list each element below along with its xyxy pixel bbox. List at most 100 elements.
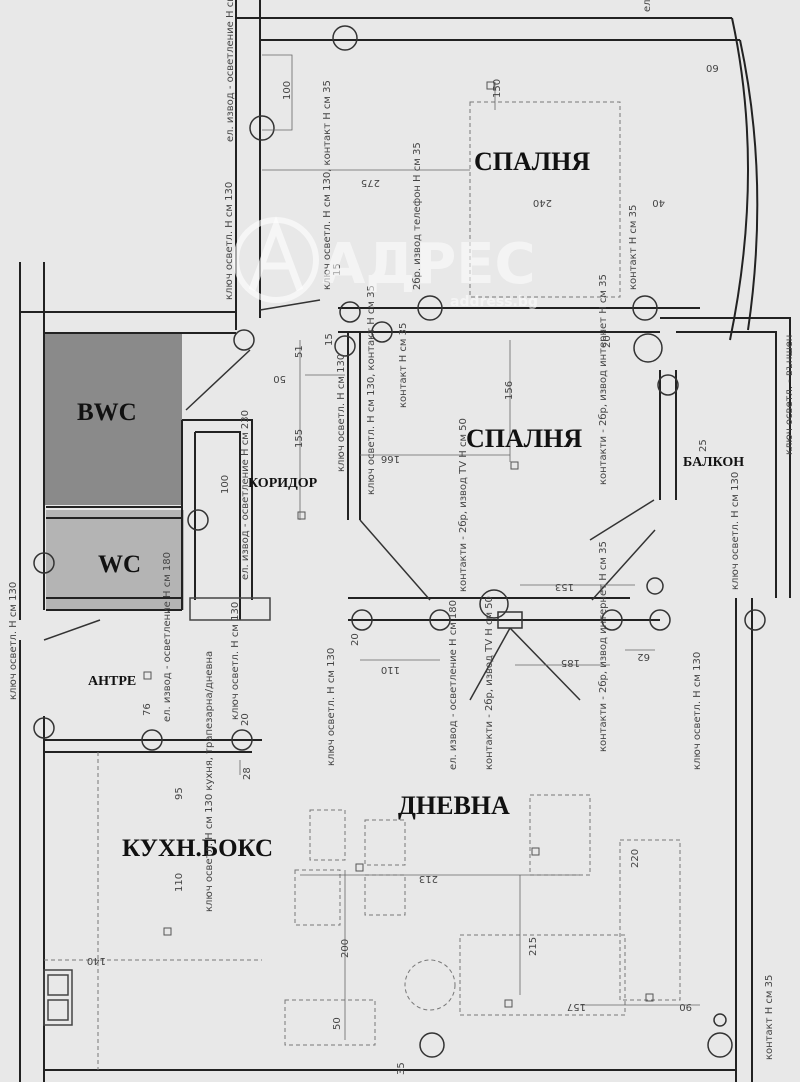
lamp-icon [601,609,623,631]
lamp-icon [249,115,275,141]
lamp-icon [649,609,671,631]
dimension: 153 [555,581,574,592]
annotation: ключ осветл. Н см 130 [230,602,241,720]
dimension: 20 [240,713,251,726]
dimension: 100 [282,81,293,100]
lamp-icon [479,589,509,619]
dimension: 25 [698,439,709,452]
annotation: контакти - 2бр, извод интернет Н см 35 [598,541,609,752]
lamp-icon [646,577,664,595]
fixtures [33,25,766,1058]
watermark-url: address.bg [450,294,538,310]
dimension: 166 [381,453,400,464]
lamp-icon [713,1013,727,1027]
dimension: 76 [142,703,153,716]
dimension: 213 [419,873,438,884]
lamp-icon [429,609,451,631]
lamp-icon [339,301,361,323]
dimension: 275 [361,177,380,188]
lamp-icon [334,335,356,357]
room-label-corridor: КОРИДОР [248,476,318,491]
annotation: ел. извод - осветление Н см 180 [162,552,173,722]
lamp-icon [33,717,55,739]
lamp-icon [351,609,373,631]
dimension: 20 [350,633,361,646]
room-label-balcony: БАЛКОН [683,455,744,470]
dimension: 95 [174,787,185,800]
dimension: 157 [567,1001,586,1012]
dimension: 09 [706,64,719,75]
lamp-icon [419,1032,445,1058]
annotation: ел. извод - осветление Н см 230 [240,410,251,580]
annotation: ключ осветл. Н см 130 [336,354,347,472]
annotation: ключ осветл. Н см 130 [730,472,741,590]
dimension: 20 [602,335,613,348]
annotation: ел. извод - осветление Н см 280 [225,0,236,142]
dimension: 15 [324,333,335,346]
annotation: контакт Н см 35 [764,975,775,1060]
dimension: 62 [637,651,650,662]
dimension: 110 [381,664,400,675]
dimension: 140 [87,955,106,966]
lamp-icon [633,333,663,363]
lamp-icon [187,509,209,531]
lamp-icon [657,374,679,396]
center-markers [143,81,654,1008]
dimension: 90 [679,1001,692,1012]
watermark: АДРЕС address.bg [233,216,538,310]
annotation: ключ осветл. Н см 130, контакт Н см 35 [366,285,377,495]
annotation: ел. извод - осветление Н см 180 [448,600,459,770]
lamp-icon [33,552,55,574]
lamp-icon [632,295,658,321]
tv-wiring [469,611,581,701]
annotation: ключ осветл. Н см 130 кухня, трапезарна/… [204,651,215,912]
dimension: 28 [242,767,253,780]
annotation: ключ осветл. - външен [784,335,795,455]
room-label-bedroom-top: СПАЛНЯ [474,147,590,176]
dimension: 35 [396,1062,407,1075]
annotation: контакти - 2бр, извод TV Н см 50 [458,418,469,592]
bwc-floor [44,333,182,505]
dimension: 200 [340,939,351,958]
dimension: 100 [220,475,231,494]
annotation: ел. извод - осветление Н см 180 [642,0,653,12]
kitchen-counter [43,597,271,1026]
room-label-living: ДНЕВНА [398,791,510,820]
lamp-icon [744,609,766,631]
dimension: 240 [533,197,552,208]
annotation: контакти - 2бр, извод интернет Н см 35 [598,274,609,485]
lamp-icon [233,329,255,351]
annotation: контакт Н см 35 [628,205,639,290]
annotation: контакт Н см 35 [398,323,409,408]
lamp-icon [231,729,253,751]
annotation: ключ осветл. Н см 130 [326,648,337,766]
dimension-lines [239,54,700,1040]
room-label-bwc: BWC [77,399,137,426]
dimension: 155 [294,429,305,448]
dimension: 156 [504,381,515,400]
dimension: 51 [294,345,305,358]
annotation: ключ осветл. Н см 130 [8,582,19,700]
dimension: 110 [174,873,185,892]
annotation: ключ осветл. Н см 130 [224,182,235,300]
watermark-brand: АДРЕС [322,232,536,297]
dimension: 50 [332,1017,343,1030]
lamp-icon [417,295,443,321]
dimensions: 100 150 275 240 40 15 20 50 51 15 156 16… [87,64,719,1075]
annotation: 2бр. извод телефон Н см 35 [412,142,423,290]
annotation: ключ осветл. Н см 130, контакт Н см 35 [322,80,333,290]
dimension: 215 [528,937,539,956]
brand-logo-mark [248,216,304,292]
dimension: 50 [273,373,286,384]
dimension: 40 [652,197,665,208]
annotation: ключ осветл. Н см 130 [692,652,703,770]
annotations: ел. извод - осветление Н см 280 ключ осв… [8,0,795,1060]
dimension: 15 [332,263,343,276]
door-swings [43,299,656,641]
dimension: 150 [492,79,503,98]
dimension: 185 [561,657,580,668]
annotation: контакти - 2бр, извод TV Н см 50 [484,596,495,770]
room-label-kitchen: КУХН.БОКС [122,835,273,862]
room-label-wc: WC [98,551,141,578]
